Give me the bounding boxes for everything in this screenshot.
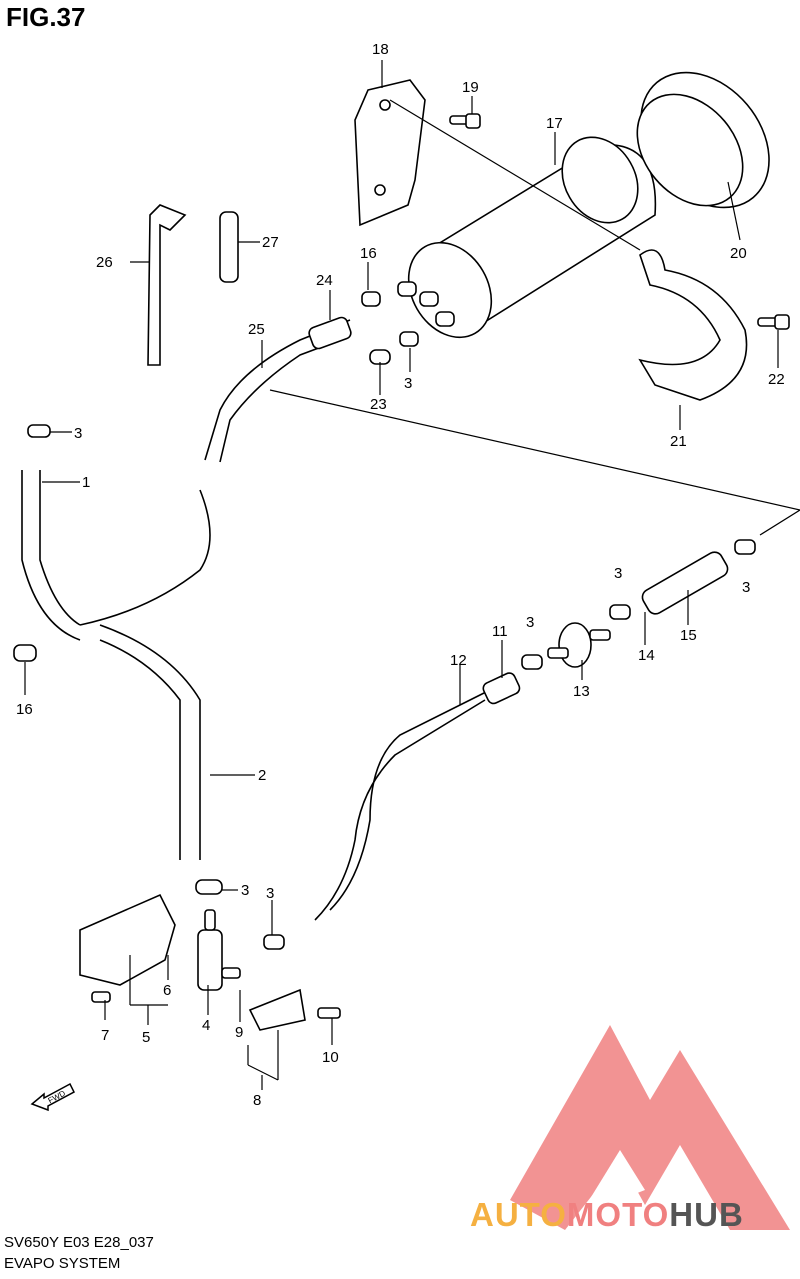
clamp-icons xyxy=(13,291,756,950)
callout-3f: 3 xyxy=(614,565,622,582)
callout-7: 7 xyxy=(101,1027,109,1044)
hose-part-25 xyxy=(204,319,351,461)
callout-22: 22 xyxy=(768,371,785,388)
callout-5: 5 xyxy=(142,1029,150,1046)
callout-3b: 3 xyxy=(404,375,412,392)
callout-20: 20 xyxy=(730,245,747,262)
callout-10: 10 xyxy=(322,1049,339,1066)
callout-9: 9 xyxy=(235,1024,243,1041)
callout-21: 21 xyxy=(670,433,687,450)
bolt-part-19 xyxy=(449,113,481,129)
tie-part-26 xyxy=(147,204,187,366)
fwd-arrow-icon: FWD xyxy=(30,1082,75,1112)
callout-15: 15 xyxy=(680,627,697,644)
canister-cover-part-20 xyxy=(636,71,770,209)
callout-26: 26 xyxy=(96,254,113,271)
callout-13: 13 xyxy=(573,683,590,700)
watermark-auto: AUTO xyxy=(470,1196,567,1233)
bolt-part-22 xyxy=(757,314,790,330)
callout-3d: 3 xyxy=(266,885,274,902)
hose-part-2 xyxy=(99,624,201,860)
callout-6: 6 xyxy=(163,982,171,999)
watermark-text: AUTOMOTOHUB xyxy=(470,1196,744,1234)
callout-labels: 1 2 3 3 3 3 3 3 3 3 4 5 6 7 8 9 10 11 12… xyxy=(16,41,785,1109)
callout-8: 8 xyxy=(253,1092,261,1109)
callout-4: 4 xyxy=(202,1017,210,1034)
hose-part-upper-join xyxy=(79,489,211,626)
hose-part-15 xyxy=(641,551,729,615)
callout-12: 12 xyxy=(450,652,467,669)
model-line: SV650Y E03 E28_037 xyxy=(4,1234,154,1251)
callout-24: 24 xyxy=(316,272,333,289)
callout-16a: 16 xyxy=(360,245,377,262)
watermark-moto: MOTO xyxy=(566,1196,670,1233)
hose-end-part-24 xyxy=(308,316,352,350)
callout-1: 1 xyxy=(82,474,90,491)
bracket-part-8 xyxy=(248,988,306,1031)
callout-19: 19 xyxy=(462,79,479,96)
callout-27: 27 xyxy=(262,234,279,251)
figure-title: FIG.37 xyxy=(6,2,86,32)
canister-part-17 xyxy=(397,136,657,339)
hose-part-1-edge xyxy=(21,470,81,641)
bracket-part-21 xyxy=(638,249,748,401)
callout-3g: 3 xyxy=(742,579,750,596)
callout-25: 25 xyxy=(248,321,265,338)
footer: SV650Y E03 E28_037 EVAPO SYSTEM xyxy=(4,1232,154,1274)
leader-lines xyxy=(24,60,779,1090)
hose-end-part-11 xyxy=(482,672,521,705)
callout-18: 18 xyxy=(372,41,389,58)
hose-part-2-edge xyxy=(99,639,181,860)
clip-part-27 xyxy=(219,211,239,283)
valve-part-4 xyxy=(197,909,241,991)
callout-2: 2 xyxy=(258,767,266,784)
bracket-part-18 xyxy=(354,79,426,227)
hose-part-12 xyxy=(329,684,501,911)
callout-23: 23 xyxy=(370,396,387,413)
valve-part-13 xyxy=(547,622,611,668)
callout-14: 14 xyxy=(638,647,655,664)
watermark-hub: HUB xyxy=(669,1196,744,1233)
callout-3e: 3 xyxy=(526,614,534,631)
routing-line-upper xyxy=(389,99,641,251)
watermark-logo-icon xyxy=(510,1025,790,1230)
system-name: EVAPO SYSTEM xyxy=(4,1255,121,1272)
callout-3a: 3 xyxy=(74,425,82,442)
callout-11: 11 xyxy=(492,623,508,640)
bolt-part-7 xyxy=(91,991,111,1003)
hose-part-25-edge xyxy=(219,339,341,463)
bracket-part-5 xyxy=(79,893,176,986)
callout-3c: 3 xyxy=(241,882,249,899)
hose-part-1 xyxy=(39,470,81,626)
bolt-part-10 xyxy=(317,1007,341,1019)
hose-part-12-edge xyxy=(314,699,486,921)
callout-17: 17 xyxy=(546,115,563,132)
callout-16b: 16 xyxy=(16,701,33,718)
routing-line xyxy=(269,389,800,536)
